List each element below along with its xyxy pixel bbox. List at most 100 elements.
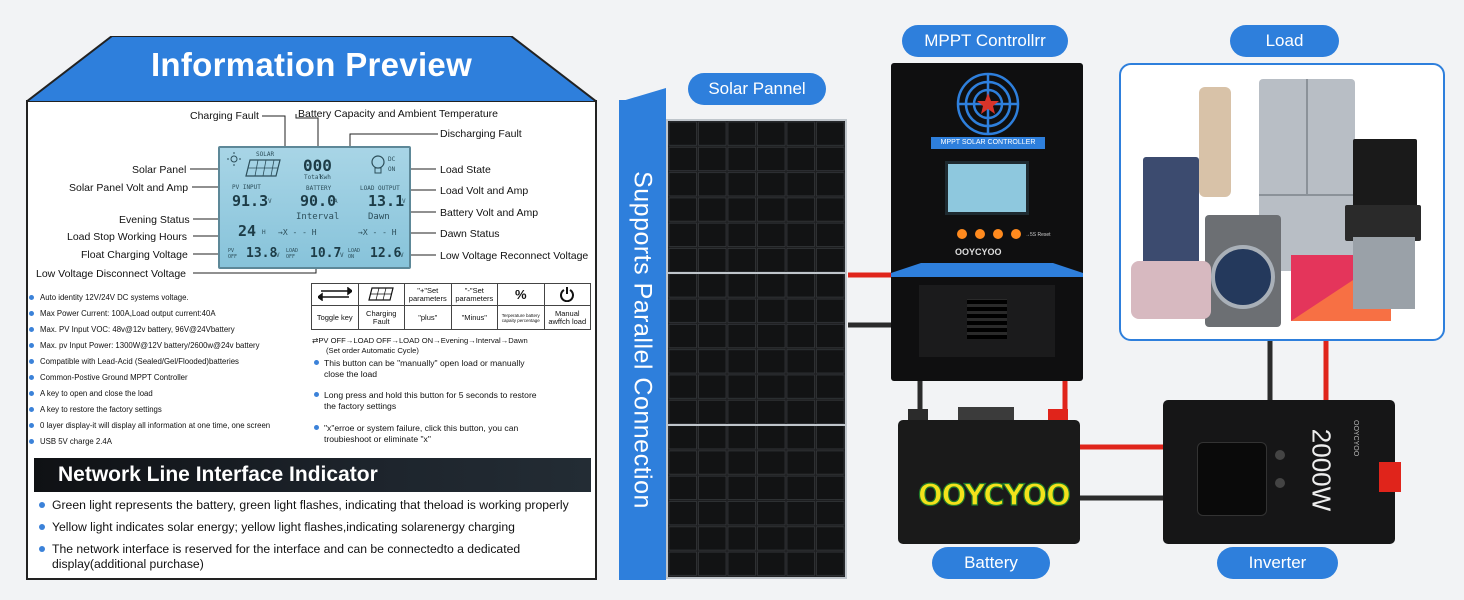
solar-panel-label: Solar Pannel (688, 73, 826, 105)
table-toggle-label: Toggle key (311, 305, 359, 330)
lcd-load-on-label: LOAD ON (348, 248, 361, 260)
battery-label: Battery (932, 547, 1050, 579)
network-indicator-item: Yellow light indicates solar energy; yel… (39, 520, 515, 534)
lcd-hours-unit: H (262, 229, 266, 236)
lcd-top-digits: 000 (303, 156, 332, 175)
callout-solar-volt-amp: Solar Panel Volt and Amp (69, 182, 189, 194)
solar-fault-icon (357, 283, 406, 306)
lcd-pv-input-label: PV INPUT (232, 184, 261, 191)
cycle-order-line: ⇄PV OFF→LOAD OFF→LOAD ON→Evening→Interva… (312, 336, 528, 345)
table-charging-fault-label: Charging Fault (357, 305, 406, 330)
lcd-load-on-unit: V (400, 252, 404, 259)
lcd-interval-value: →X - - H (278, 228, 317, 237)
solar-panel-image (666, 119, 847, 579)
battery-brand: OOYCYOO (917, 477, 1071, 512)
parallel-connection-text: Supports Parallel Connection (628, 171, 657, 509)
bulb-icon (371, 155, 385, 174)
battery-top (908, 407, 1068, 423)
callout-solar-panel: Solar Panel (132, 164, 187, 176)
controller-plate: MPPT SOLAR CONTROLLER (931, 137, 1045, 149)
lcd-pv-off-unit: V (276, 252, 280, 259)
feature-item: Auto identity 12V/24V DC systems voltage… (29, 293, 189, 302)
controller-button[interactable] (975, 229, 985, 239)
controller-button[interactable] (993, 229, 1003, 239)
lcd-interval-label: Interval (296, 212, 340, 222)
inverter-terminal (1379, 462, 1401, 492)
callout-low-disconnect: Low Voltage Disconnect Voltage (36, 268, 187, 280)
lcd-pv-off-value: 13.8 (246, 246, 278, 261)
mppt-controller-label: MPPT Controllrr (902, 25, 1068, 57)
load-appliances-image (1119, 63, 1445, 341)
fan-grille-icon (956, 72, 1020, 136)
network-indicator-item: Green light represents the battery, gree… (39, 498, 569, 512)
solar-panel-icon (245, 159, 281, 177)
network-section-title: Network Line Interface Indicator (58, 463, 378, 486)
controller-brand: OOYCYOO (955, 247, 1002, 257)
band-cap (619, 88, 666, 102)
table-percent-header: % (497, 283, 545, 306)
callout-discharging-fault: Discharging Fault (440, 128, 522, 140)
lcd-dawn-value: →X - - H (358, 228, 397, 237)
sun-icon (227, 152, 241, 166)
feature-item: 0 layer display-it will display all info… (28, 421, 271, 430)
lcd-pv-off-label: PV OFF (228, 248, 238, 260)
lcd-solar-label: SOLAR (256, 151, 275, 158)
lcd-pv-unit: V (268, 198, 272, 205)
description-item: Long press and hold this button for 5 se… (314, 390, 537, 411)
table-manual-switch-label: Manual awffch load (543, 305, 592, 330)
feature-item: Max Power Current: 100A,Load output curr… (29, 309, 216, 318)
table-temperature-label: Terperature battery capaity percentage (497, 305, 545, 330)
network-section-bar (34, 458, 591, 492)
cycle-order-note: (Set order Automatic Cycle) (326, 346, 419, 355)
inverter-power-label: 2000W (1306, 428, 1337, 512)
feature-item: Compatible with Lead-Acid (Sealed/Gel/Fl… (29, 357, 239, 366)
lcd-battery-value: 90.0 (300, 192, 337, 210)
controller-button[interactable] (957, 229, 967, 239)
lcd-kwh-label: Kwh (320, 174, 331, 181)
lcd-load-unit: V (402, 198, 406, 205)
controller-reset-label: →5S Reset (1025, 232, 1051, 238)
load-label: Load (1230, 25, 1339, 57)
controller-lcd (945, 161, 1029, 215)
callout-battery-capacity: Battery Capacity and Ambient Temperature (298, 108, 498, 120)
inverter-brand: OOYCYOO (1352, 420, 1359, 457)
feature-item: Max. PV Input VOC: 48v@12v battery, 96V@… (29, 325, 235, 334)
inverter-label: Inverter (1217, 547, 1338, 579)
callout-evening-status: Evening Status (119, 214, 190, 226)
callout-battery-volt-amp: Battery Volt and Amp (440, 207, 539, 219)
lcd-battery-unit: A (334, 198, 338, 205)
info-panel-header (26, 36, 597, 102)
callout-charging-fault: Charging Fault (190, 110, 259, 122)
lcd-load-off-value: 10.7 (310, 246, 342, 261)
lcd-dc-label: DC (388, 156, 396, 163)
feature-item: A key to open and close the load (29, 389, 153, 398)
callout-dawn-status: Dawn Status (440, 228, 500, 240)
mppt-controller-image: MPPT SOLAR CONTROLLER →5S Reset OOYCYOO (891, 63, 1083, 381)
inverter-button[interactable] (1275, 450, 1285, 460)
parallel-connection-band (619, 100, 666, 580)
controller-button[interactable] (1011, 229, 1021, 239)
lcd-battery-label: BATTERY (306, 185, 332, 192)
table-plus-label: "plus" (404, 305, 452, 330)
toggle-arrows-icon (311, 283, 359, 306)
load-wiring (1267, 340, 1329, 402)
button-legend-table: "+"Set parameters "-"Set parameters % To… (311, 283, 592, 330)
lcd-pv-value: 91.3 (232, 192, 269, 210)
callout-load-stop-hours: Load Stop Working Hours (67, 231, 188, 243)
inverter-button[interactable] (1275, 478, 1285, 488)
table-minus-label: "Minus" (450, 305, 499, 330)
lcd-total-label: Total (304, 174, 323, 181)
description-item: This button can be "manually" open load … (314, 358, 525, 379)
lcd-load-off-unit: V (340, 252, 344, 259)
callout-float-voltage: Float Charging Voltage (81, 249, 188, 261)
controller-terminal-block (919, 285, 1055, 357)
network-indicator-item: The network interface is reserved for th… (38, 542, 521, 571)
table-plus-header: "+"Set parameters (404, 283, 452, 306)
controller-blue-stripe (891, 263, 1083, 277)
battery-image (898, 420, 1080, 544)
info-title: Information Preview (150, 46, 473, 83)
callout-low-reconnect: Low Voltage Reconnect Voltage (440, 250, 589, 262)
lcd-display: SOLAR PV INPUT 91.3 V 000 Total Kwh BATT… (218, 146, 411, 269)
feature-item: USB 5V charge 2.4A (29, 437, 112, 446)
power-icon (543, 283, 592, 306)
